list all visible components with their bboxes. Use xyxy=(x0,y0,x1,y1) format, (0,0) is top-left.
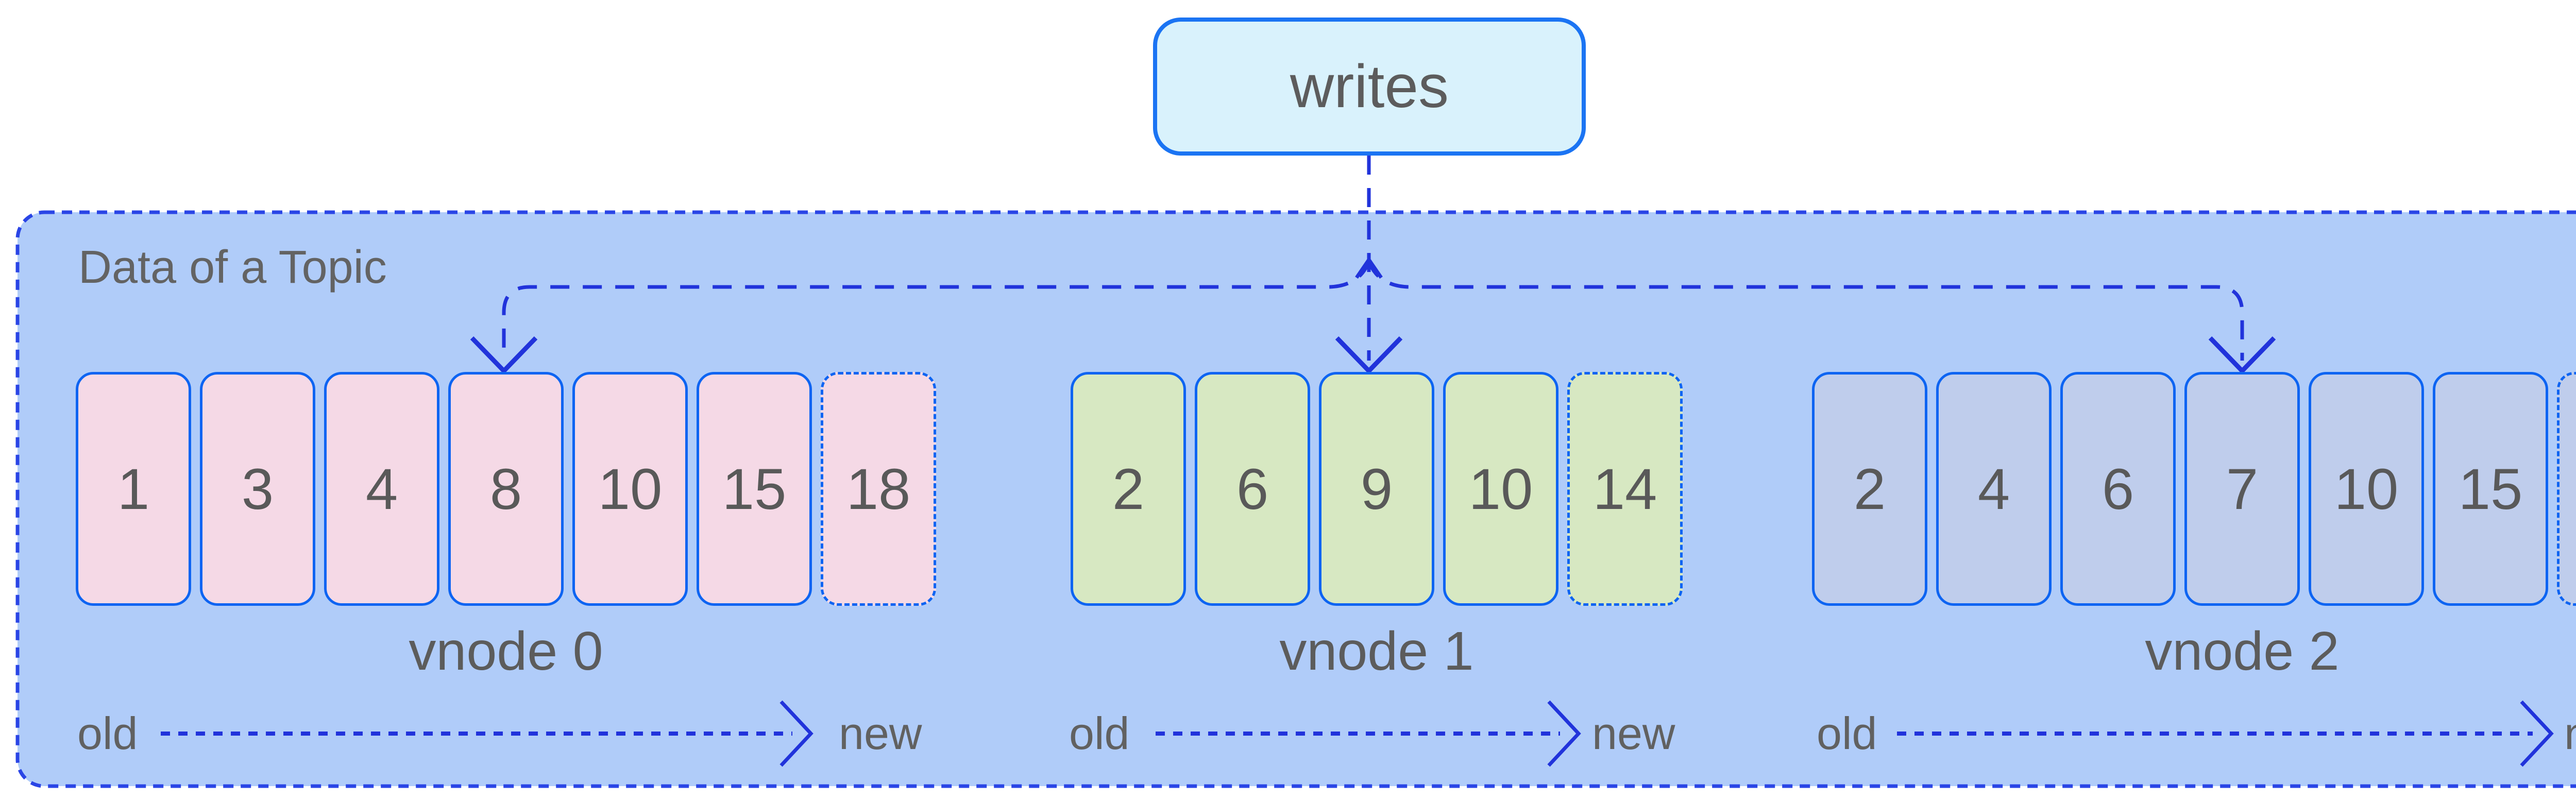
arrow-right-vnode1-icon xyxy=(1547,700,1581,767)
vnode0-label: vnode 0 xyxy=(409,621,603,682)
data-block: 4 xyxy=(1936,372,2052,606)
arrow-down-vnode0-icon xyxy=(470,336,538,375)
data-block: 6 xyxy=(2060,372,2176,606)
old-label-vnode0: old xyxy=(77,708,138,759)
data-block: 2 xyxy=(1812,372,1927,606)
vnode2-cell-row: 2 4 6 7 10 15 16 xyxy=(1812,372,2576,606)
data-block: 10 xyxy=(572,372,688,606)
vnode0-cell-row: 1 3 4 8 10 15 18 xyxy=(76,372,936,606)
write-connector-right xyxy=(1367,259,2244,361)
arrow-down-vnode1-icon xyxy=(1335,336,1403,375)
data-block-pending: 18 xyxy=(821,372,936,606)
data-block: 9 xyxy=(1319,372,1434,606)
data-block: 8 xyxy=(448,372,564,606)
old-label-vnode2: old xyxy=(1817,708,1877,759)
vnode1-cell-row: 2 6 9 10 14 xyxy=(1071,372,1683,606)
new-label-vnode0: new xyxy=(839,708,922,759)
data-block: 6 xyxy=(1195,372,1310,606)
vnode2-label: vnode 2 xyxy=(2145,621,2340,682)
writes-box: writes xyxy=(1153,18,1586,156)
data-block-pending: 16 xyxy=(2557,372,2576,606)
data-block: 10 xyxy=(2309,372,2424,606)
data-block: 2 xyxy=(1071,372,1186,606)
data-block: 7 xyxy=(2184,372,2300,606)
arrow-right-vnode2-icon xyxy=(2520,700,2554,767)
old-label-vnode1: old xyxy=(1069,708,1130,759)
old-new-arrowheads xyxy=(779,700,2554,767)
new-label-vnode1: new xyxy=(1592,708,1675,759)
data-block: 4 xyxy=(324,372,439,606)
writes-box-label: writes xyxy=(1290,53,1449,121)
arrow-right-vnode0-icon xyxy=(779,700,814,767)
junction-arrow-up-icon xyxy=(1355,256,1383,279)
write-arrowheads xyxy=(470,256,2276,375)
data-block: 3 xyxy=(200,372,315,606)
vnode1-label: vnode 1 xyxy=(1279,621,1474,682)
write-connector-left xyxy=(502,259,1371,361)
data-block: 1 xyxy=(76,372,191,606)
data-block: 15 xyxy=(2433,372,2548,606)
new-label-vnode2: new xyxy=(2564,707,2576,760)
data-block: 15 xyxy=(697,372,812,606)
data-block-pending: 14 xyxy=(1567,372,1683,606)
arrow-down-vnode2-icon xyxy=(2208,336,2276,375)
topic-container-label: Data of a Topic xyxy=(78,242,387,293)
data-block: 10 xyxy=(1443,372,1558,606)
